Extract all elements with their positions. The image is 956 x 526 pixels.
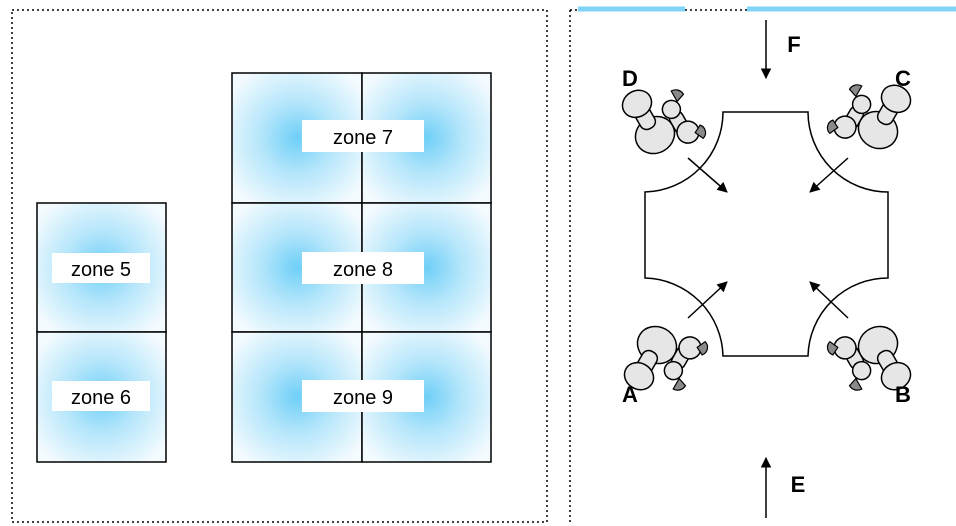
- robot-C-label: C: [895, 66, 911, 91]
- reach-arrow-B: [809, 281, 849, 319]
- zone-8: zone 8: [231, 202, 492, 333]
- zone-5: zone 5: [36, 202, 167, 333]
- flow-E-label: E: [791, 472, 806, 497]
- robot-B-label: B: [895, 382, 911, 407]
- zone-6: zone 6: [36, 331, 167, 463]
- zone-7-label: zone 7: [333, 127, 393, 149]
- flow-F-label: F: [787, 32, 800, 57]
- zone-5-label: zone 5: [71, 259, 131, 281]
- robot-A-label: A: [622, 382, 638, 407]
- zone-9-label: zone 9: [333, 387, 393, 409]
- zone-8-label: zone 8: [333, 259, 393, 281]
- center-table: [644, 111, 889, 357]
- robot-D-label: D: [622, 66, 638, 91]
- zones-panel-border: [11, 9, 548, 523]
- zones-panel: zone 5 zone 6 zone 7 zone 8 zone 9: [11, 9, 548, 523]
- zone-9: zone 9: [231, 331, 492, 463]
- reach-arrow-D: [687, 157, 728, 193]
- zone-6-label: zone 6: [71, 387, 131, 409]
- reach-arrow-C: [809, 157, 849, 193]
- zone-7: zone 7: [231, 72, 492, 204]
- workstation-panel: D C A B F E: [569, 6, 956, 522]
- reach-arrow-A: [687, 281, 728, 319]
